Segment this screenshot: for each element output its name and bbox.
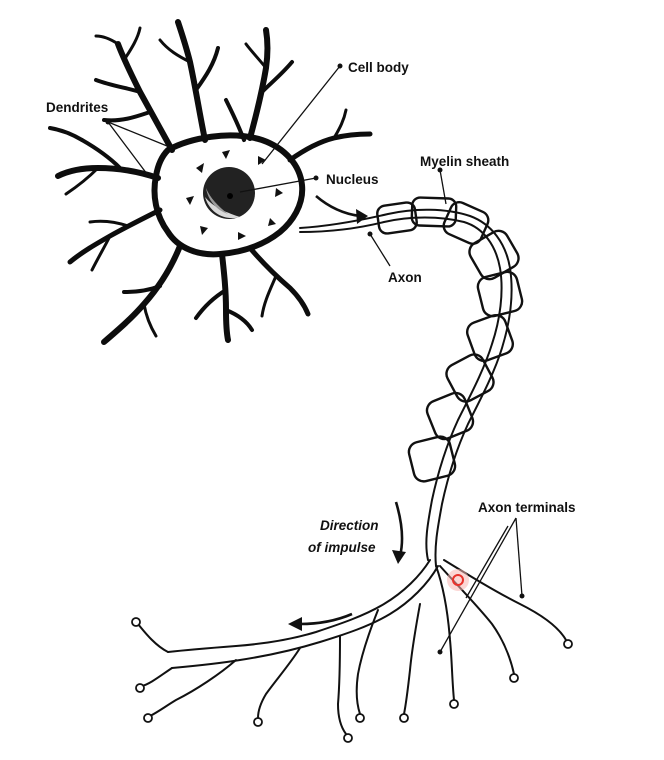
dendrites — [48, 19, 373, 345]
arrow-soma-to-axon — [315, 195, 361, 218]
label-dendrites: Dendrites — [46, 100, 108, 115]
arrow-axon-down — [394, 501, 404, 557]
soma-granules — [186, 150, 283, 240]
label-direction-line2: of impulse — [308, 540, 376, 555]
terminal-bulbs — [131, 617, 573, 743]
axon — [299, 208, 513, 567]
axon-terminals — [137, 559, 567, 735]
label-cell-body: Cell body — [348, 60, 409, 75]
label-nucleus: Nucleus — [326, 172, 379, 187]
direction-arrows — [288, 195, 406, 631]
cell-body — [151, 132, 306, 258]
nucleus — [203, 167, 255, 219]
label-direction-line1: Direction — [320, 518, 379, 533]
leader-lines — [105, 63, 525, 655]
label-axon-terminals: Axon terminals — [478, 500, 576, 515]
labels: Dendrites Cell body Nucleus Myelin sheat… — [46, 60, 576, 555]
label-myelin-sheath: Myelin sheath — [420, 154, 509, 169]
arrow-terminals-left — [299, 612, 353, 626]
highlight-marker — [447, 569, 469, 591]
myelin-sheath — [376, 196, 524, 483]
label-axon: Axon — [388, 270, 422, 285]
